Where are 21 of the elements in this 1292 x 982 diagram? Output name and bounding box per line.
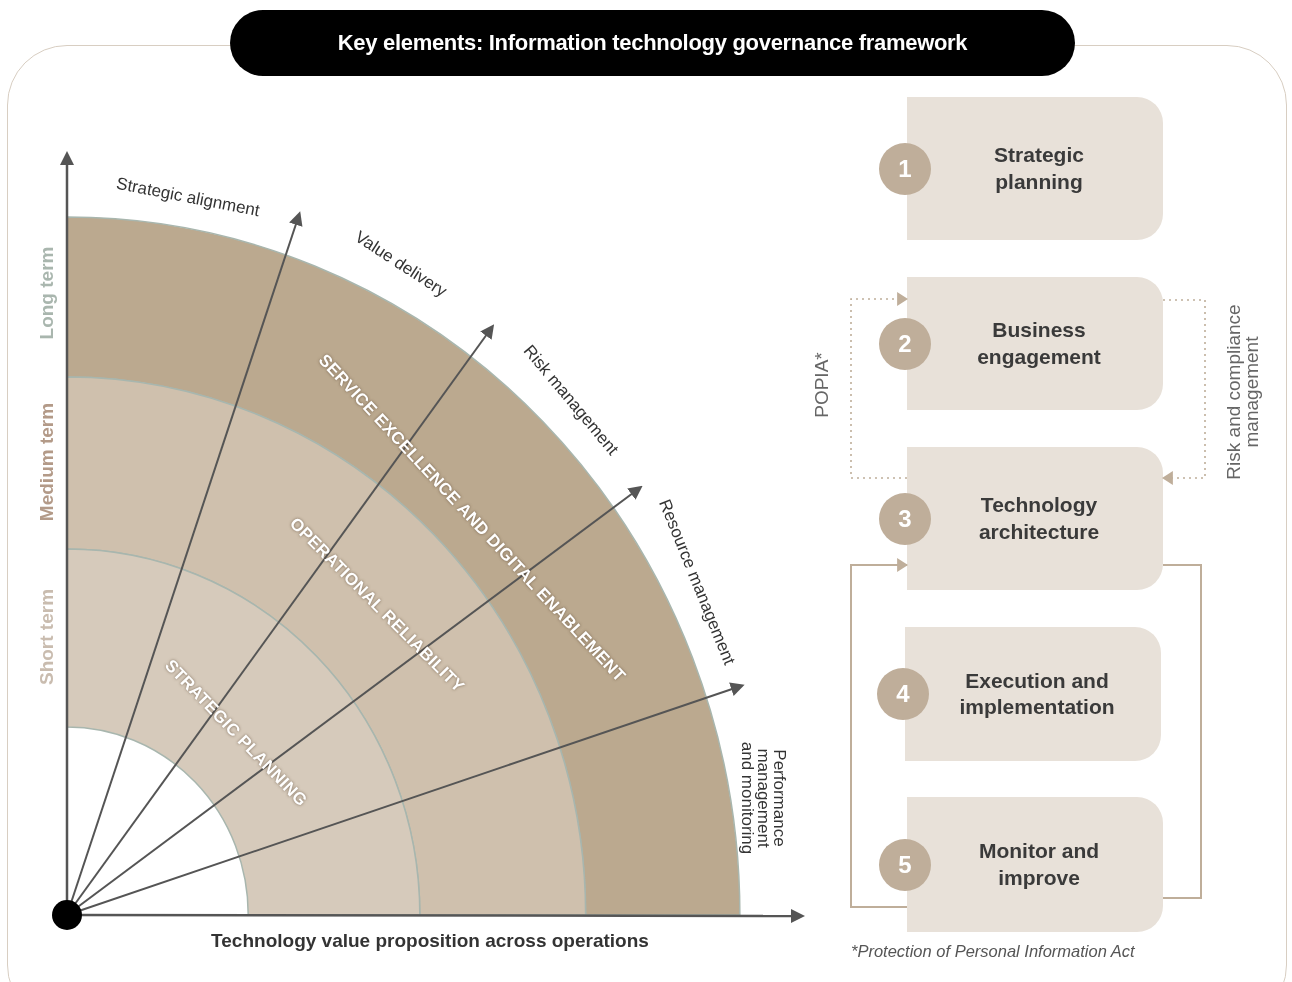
sector-label: Strategic alignment xyxy=(114,174,262,220)
step-number-badge: 5 xyxy=(879,838,931,891)
step-title: Business engagement xyxy=(976,317,1102,370)
step-title: Technology architecture xyxy=(977,492,1101,545)
step-number-badge: 2 xyxy=(879,317,931,370)
step-title: Execution and implementation xyxy=(958,667,1116,720)
step-title: Monitor and improve xyxy=(977,838,1101,891)
footnote: *Protection of Personal Information Act xyxy=(851,942,1135,961)
step-number-badge: 4 xyxy=(877,668,929,720)
connector-arrow xyxy=(1161,299,1206,484)
sector-label: Performance management and monitoring xyxy=(738,740,788,857)
step-title: Strategic planning xyxy=(993,142,1085,195)
title-banner: Key elements: Information technology governance framework xyxy=(230,10,1075,76)
step-number-badge: 1 xyxy=(879,142,931,195)
step-number-badge: 3 xyxy=(879,492,931,545)
connector-arrow xyxy=(850,559,909,908)
axis-label: Technology value proposition across operations xyxy=(211,930,649,952)
time-horizon-label: Long term xyxy=(36,246,56,340)
time-horizon-label: Short term xyxy=(36,588,56,686)
time-horizon-label: Medium term xyxy=(36,402,56,522)
connector-arrow xyxy=(850,293,909,479)
